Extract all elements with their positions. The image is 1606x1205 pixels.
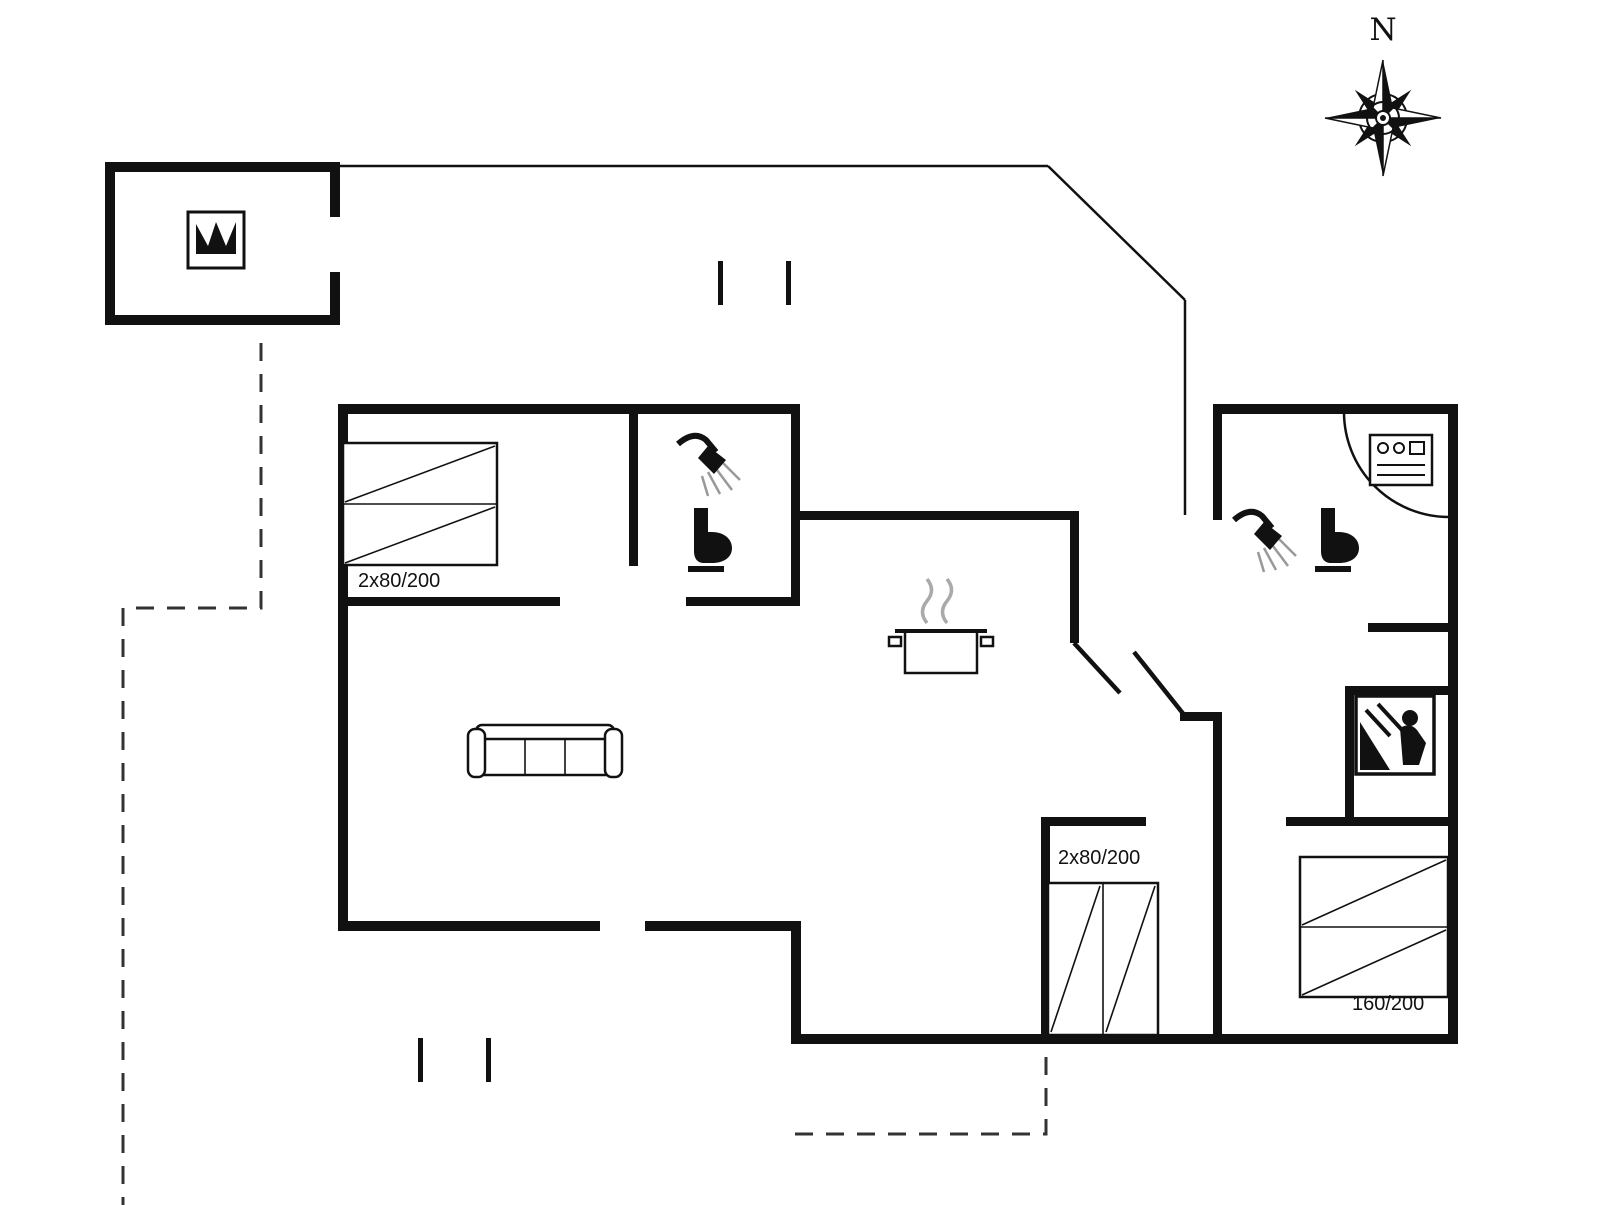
bed-size-label-bedroom3: 160/200: [1352, 993, 1424, 1015]
shower-icon: [1234, 512, 1296, 572]
kitchen-door-leaf: [1072, 641, 1122, 695]
sauna-icon: [1354, 694, 1436, 776]
property-boundary-dashed: [121, 343, 1048, 1205]
terrace-outline: [340, 164, 1187, 515]
shower-icon: [678, 436, 740, 496]
boundary-ticks-bottom: [418, 1038, 491, 1082]
bed-size-label-bedroom2: 2x80/200: [1058, 847, 1140, 869]
sofa-icon: [466, 723, 624, 779]
annex-walls: [105, 162, 340, 325]
compass-rose-icon: [1324, 59, 1442, 177]
beds-twin-bottom-middle: [1046, 881, 1160, 1037]
bed-double-bottom-right: [1298, 855, 1450, 999]
compass-north-label: N: [1369, 12, 1396, 48]
bed-size-label-bedroom1: 2x80/200: [358, 570, 440, 592]
appliance-icon: [1368, 433, 1434, 487]
fireplace-icon: [186, 210, 246, 270]
house-outer-walls: [338, 404, 1458, 1044]
boundary-ticks-top: [718, 261, 791, 305]
toilet-icon: [1315, 508, 1359, 572]
toilet-icon: [688, 508, 732, 572]
entrance-door-leaf: [1132, 650, 1187, 718]
house-interior-walls: [338, 404, 1458, 1044]
bed-double-top-left: [341, 441, 499, 567]
stove-pot-icon: [887, 577, 995, 675]
